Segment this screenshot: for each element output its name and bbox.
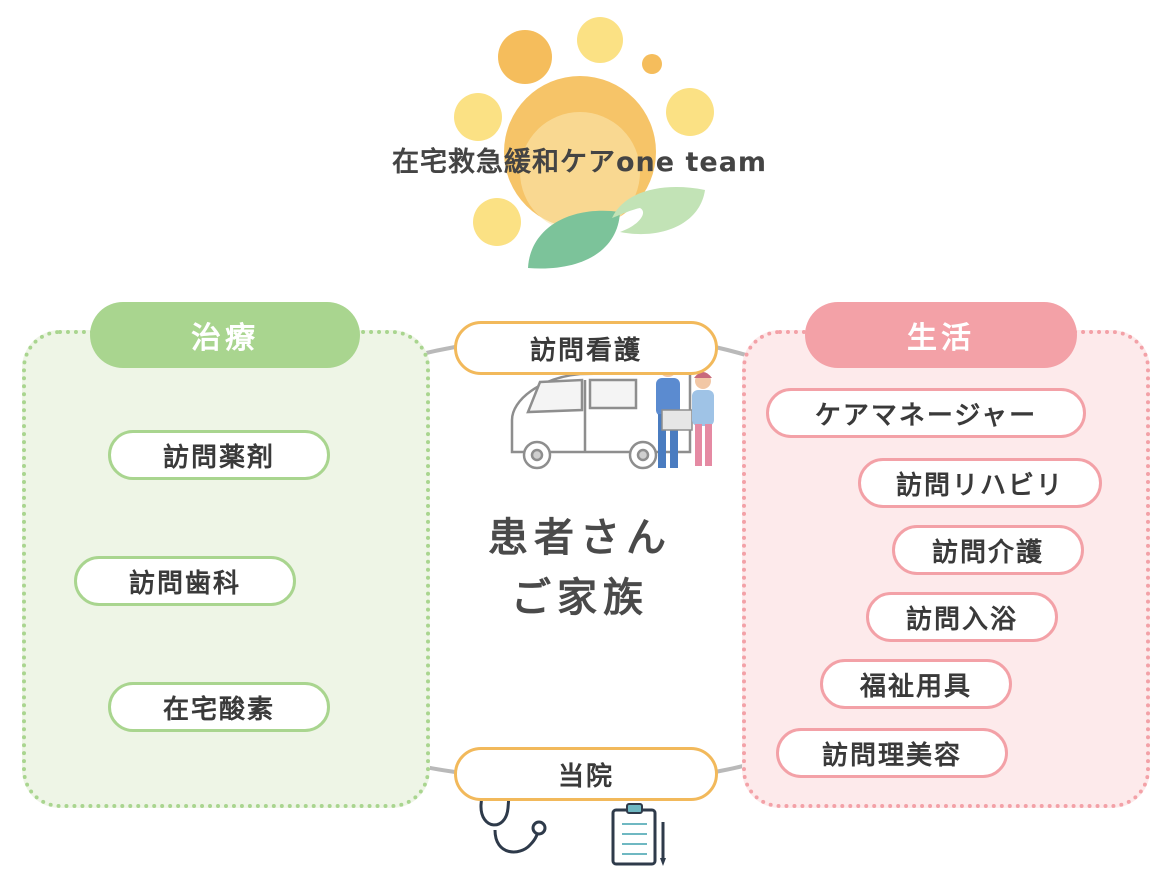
logo-dot: [666, 88, 714, 136]
node-home-dentistry: 訪問歯科: [74, 556, 296, 606]
logo-sun-glow: [520, 112, 640, 232]
node-care-manager: ケアマネージャー: [766, 388, 1086, 438]
clipboard-icon: [611, 803, 666, 866]
node-home-pharmacy: 訪問薬剤: [108, 430, 330, 480]
logo-leaf-dark: [528, 210, 620, 269]
logo-dot: [473, 198, 521, 246]
treatment-header: 治療: [90, 302, 360, 368]
logo-dot: [577, 17, 623, 63]
logo-title: 在宅救急緩和ケアone team: [392, 147, 768, 178]
node-welfare-equipment: 福祉用具: [820, 659, 1012, 709]
center-patients: 患者さん: [488, 515, 672, 561]
caregiver-icon: [692, 372, 714, 466]
van-icon: [510, 370, 692, 470]
node-home-rehab: 訪問リハビリ: [858, 458, 1102, 508]
logo-dot: [642, 54, 662, 74]
node-home-nursing: 訪問看護: [454, 321, 718, 375]
team-logo-graphic: [454, 17, 714, 269]
node-home-bathing: 訪問入浴: [866, 592, 1058, 642]
node-our-clinic: 当院: [454, 747, 718, 801]
life-header: 生活: [805, 302, 1077, 368]
logo-leaf-light: [612, 187, 705, 235]
node-home-care: 訪問介護: [892, 525, 1084, 575]
node-home-beauty: 訪問理美容: [776, 728, 1008, 778]
logo-dot: [454, 93, 502, 141]
logo-dot: [498, 30, 552, 84]
node-home-oxygen: 在宅酸素: [108, 682, 330, 732]
center-families: ご家族: [511, 575, 649, 621]
